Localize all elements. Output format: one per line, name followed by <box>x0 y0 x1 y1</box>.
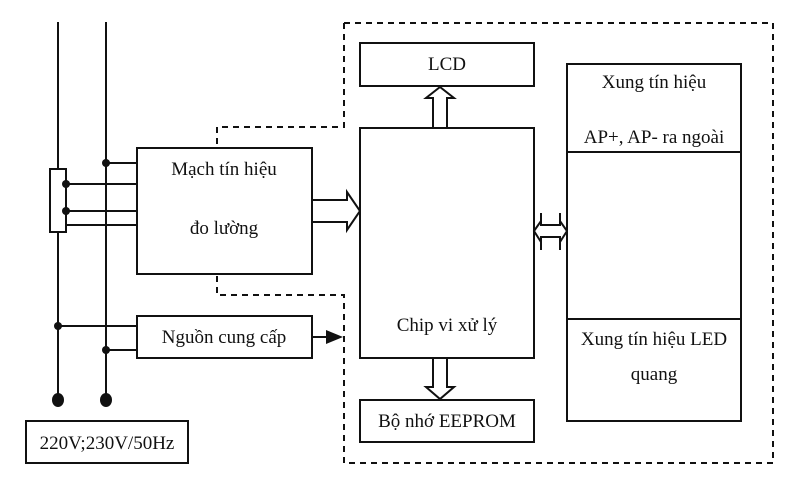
mains-input-label: 220V;230V/50Hz <box>40 433 175 454</box>
current-shunt <box>49 168 67 233</box>
power-wires <box>54 322 137 354</box>
enclosure-lower-path <box>216 22 774 464</box>
power-arrow <box>312 330 343 344</box>
chip-output-bidirectional-arrow <box>532 217 569 246</box>
neutral-terminal-dot <box>100 393 112 407</box>
signal-circuit-label-2: đo lường <box>190 218 259 239</box>
signal-to-chip-arrow <box>311 188 362 234</box>
pulse-output-label-1: Xung tín hiệu <box>602 72 707 93</box>
led-pulse-label-2: quang <box>631 364 678 385</box>
led-pulse-label-1: Xung tín hiệu LED <box>581 329 727 350</box>
enclosure-upper-path <box>216 23 345 148</box>
signal-circuit-label-1: Mạch tín hiệu <box>171 159 277 180</box>
eeprom-label: Bộ nhớ EEPROM <box>378 411 516 432</box>
power-supply-block: Nguồn cung cấp <box>136 315 313 359</box>
signal-circuit-block: Mạch tín hiệu đo lường <box>136 147 313 275</box>
dashed-enclosure <box>216 22 774 464</box>
output-pulses-block: Xung tín hiệu AP+, AP- ra ngoài Xung tín… <box>566 63 742 422</box>
lcd-label: LCD <box>428 54 466 75</box>
lcd-block: LCD <box>359 42 535 87</box>
microchip-label: Chip vi xử lý <box>397 315 498 336</box>
mains-input-block: 220V;230V/50Hz <box>25 420 189 464</box>
chip-to-eeprom-arrow <box>423 357 457 401</box>
chip-to-lcd-arrow <box>423 85 457 129</box>
eeprom-block: Bộ nhớ EEPROM <box>359 399 535 443</box>
signal-wires <box>62 159 137 226</box>
microchip-block: Chip vi xử lý <box>359 127 535 359</box>
pulse-output-label-2: AP+, AP- ra ngoài <box>584 127 725 148</box>
phase-terminal-dot <box>52 393 64 407</box>
power-supply-label: Nguồn cung cấp <box>162 327 287 348</box>
